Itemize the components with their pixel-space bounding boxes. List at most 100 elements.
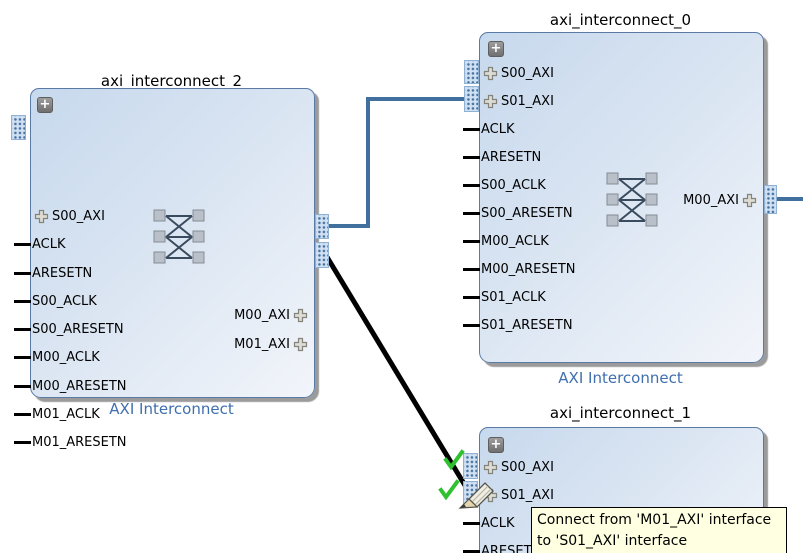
port-connector-s00-axi-ic0[interactable] bbox=[464, 60, 479, 84]
interface-plus-icon bbox=[34, 209, 49, 223]
pin-label: ACLK bbox=[481, 121, 515, 137]
pin-stub bbox=[463, 323, 480, 327]
pin-stub bbox=[14, 299, 31, 303]
pin-stub bbox=[14, 242, 31, 246]
expand-block-button[interactable]: + bbox=[37, 97, 53, 113]
pin-label: M00_ARESETN bbox=[481, 261, 576, 277]
pin-label: S00_ARESETN bbox=[32, 321, 124, 337]
pin-stub bbox=[463, 267, 480, 271]
pin-stub bbox=[463, 155, 480, 159]
pin-s01-aclk[interactable]: S01_ACLK bbox=[463, 287, 546, 307]
pin-m00-axi[interactable]: M00_AXI bbox=[683, 190, 757, 210]
interface-plus-icon bbox=[293, 337, 308, 351]
pin-aresetn[interactable]: ARESETN bbox=[463, 147, 541, 167]
tooltip-line-2: to 'S01_AXI' interface bbox=[537, 533, 688, 549]
pending-connection-net[interactable] bbox=[324, 255, 472, 494]
port-connector-m00-axi-ic0[interactable] bbox=[764, 185, 777, 214]
block-title-axi-interconnect-1: axi_interconnect_1 bbox=[549, 404, 692, 422]
pin-s00-aclk[interactable]: S00_ACLK bbox=[14, 291, 97, 311]
pin-stub bbox=[14, 327, 31, 331]
pin-label: M01_ACLK bbox=[32, 406, 100, 422]
pin-s00-aresetn[interactable]: S00_ARESETN bbox=[14, 319, 124, 339]
pin-stub bbox=[14, 440, 31, 444]
block-axi-interconnect-0[interactable]: + S00_AXI S01_AXI ACLK ARESETN S00_ACLK … bbox=[463, 32, 764, 363]
pin-aclk[interactable]: ACLK bbox=[14, 234, 66, 254]
pin-label: ARESETN bbox=[481, 149, 542, 165]
pin-label: S01_AXI bbox=[501, 93, 554, 109]
port-connector-s01-axi-ic0[interactable] bbox=[464, 86, 479, 112]
pin-s00-axi[interactable]: S00_AXI bbox=[34, 206, 105, 226]
pin-s00-axi[interactable]: S00_AXI bbox=[483, 63, 554, 83]
block-title-axi-interconnect-0: axi_interconnect_0 bbox=[549, 11, 692, 29]
pin-label: ARESETN bbox=[481, 543, 542, 553]
pin-label: M00_AXI bbox=[234, 307, 290, 323]
interconnect-crossbar-icon bbox=[153, 209, 205, 264]
port-connector-s00-axi-ic1[interactable] bbox=[463, 453, 478, 479]
pin-s01-axi[interactable]: S01_AXI bbox=[483, 91, 554, 111]
interface-plus-icon bbox=[293, 308, 308, 322]
pin-label: S00_ACLK bbox=[481, 177, 546, 193]
pin-m01-aclk[interactable]: M01_ACLK bbox=[14, 404, 100, 424]
block-type-label: AXI Interconnect bbox=[109, 400, 234, 418]
connection-tooltip: Connect from 'M01_AXI' interface to 'S01… bbox=[531, 507, 787, 553]
pin-stub bbox=[463, 239, 480, 243]
pin-aresetn[interactable]: ARESETN bbox=[14, 263, 92, 283]
pencil-cursor-icon bbox=[458, 482, 494, 509]
pin-aclk[interactable]: ACLK bbox=[463, 513, 515, 533]
pin-label: S00_ARESETN bbox=[481, 205, 573, 221]
block-title-axi-interconnect-2: axi_interconnect_2 bbox=[100, 72, 243, 90]
net-m00-axi-to-s01-axi[interactable] bbox=[329, 97, 465, 228]
pin-m00-axi[interactable]: M00_AXI bbox=[234, 305, 308, 325]
pin-label: M00_ARESETN bbox=[32, 378, 127, 394]
interface-plus-icon bbox=[483, 66, 498, 80]
pin-label: S01_AXI bbox=[501, 487, 554, 503]
pin-m00-aresetn[interactable]: M00_ARESETN bbox=[14, 376, 127, 396]
pin-label: M00_AXI bbox=[683, 192, 739, 208]
block-axi-interconnect-2[interactable]: + S00_AXI ACLK ARESETN S00_ACLK S00_ARES… bbox=[14, 88, 315, 450]
pin-label: S00_AXI bbox=[52, 208, 105, 224]
pin-label: M01_ARESETN bbox=[32, 434, 127, 450]
port-connector-m00-axi-ic2[interactable] bbox=[315, 214, 329, 239]
interface-plus-icon bbox=[483, 94, 498, 108]
interconnect-crossbar-icon bbox=[606, 172, 658, 227]
valid-target-checkmark-icon bbox=[443, 449, 465, 471]
expand-block-button[interactable]: + bbox=[488, 41, 504, 57]
port-connector-s00-axi-ic2[interactable] bbox=[11, 115, 26, 140]
pin-label: ACLK bbox=[481, 515, 515, 531]
pin-label: S00_AXI bbox=[501, 459, 554, 475]
pin-stub bbox=[14, 355, 31, 359]
pin-s01-aresetn[interactable]: S01_ARESETN bbox=[463, 315, 573, 335]
pin-m00-aclk[interactable]: M00_ACLK bbox=[14, 347, 100, 367]
pin-stub bbox=[463, 183, 480, 187]
pin-s00-aresetn[interactable]: S00_ARESETN bbox=[463, 203, 573, 223]
valid-target-checkmark-icon bbox=[438, 479, 460, 501]
pin-m01-axi[interactable]: M01_AXI bbox=[234, 334, 308, 354]
pin-stub bbox=[463, 211, 480, 215]
pin-stub bbox=[14, 384, 31, 388]
pin-label: M00_ACLK bbox=[481, 233, 549, 249]
pin-label: S01_ARESETN bbox=[481, 317, 573, 333]
expand-block-button[interactable]: + bbox=[488, 437, 504, 453]
interface-plus-icon bbox=[742, 193, 757, 207]
pin-label: S00_ACLK bbox=[32, 293, 97, 309]
tooltip-line-1: Connect from 'M01_AXI' interface bbox=[537, 512, 772, 528]
pin-stub bbox=[463, 127, 480, 131]
port-connector-m01-axi-ic2[interactable] bbox=[315, 242, 329, 268]
pin-label: ACLK bbox=[32, 236, 66, 252]
pin-m00-aclk[interactable]: M00_ACLK bbox=[463, 231, 549, 251]
pin-m01-aresetn[interactable]: M01_ARESETN bbox=[14, 432, 127, 452]
pin-stub bbox=[463, 521, 480, 525]
pin-label: S01_ACLK bbox=[481, 289, 546, 305]
pin-label: M00_ACLK bbox=[32, 349, 100, 365]
pin-aclk[interactable]: ACLK bbox=[463, 119, 515, 139]
pin-stub bbox=[463, 295, 480, 299]
pin-aresetn[interactable]: ARESETN bbox=[463, 541, 541, 553]
pin-label: ARESETN bbox=[32, 265, 93, 281]
pin-label: M01_AXI bbox=[234, 336, 290, 352]
pin-s00-aclk[interactable]: S00_ACLK bbox=[463, 175, 546, 195]
pin-s00-axi[interactable]: S00_AXI bbox=[483, 457, 554, 477]
pin-m00-aresetn[interactable]: M00_ARESETN bbox=[463, 259, 576, 279]
